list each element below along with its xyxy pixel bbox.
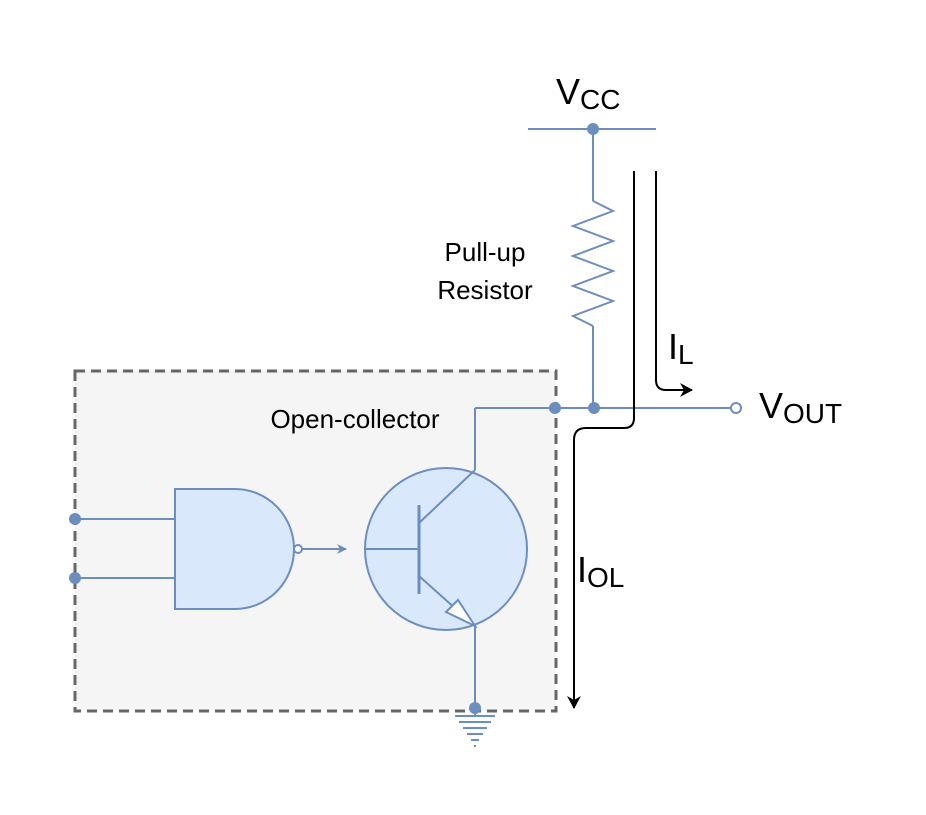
collector-line (418, 469, 476, 524)
vcc-label: VCC (556, 71, 620, 115)
il-current-arrow (655, 171, 693, 397)
input-node-a (69, 513, 81, 525)
iol-current-arrow (567, 171, 635, 709)
vout-label-main: V (759, 385, 783, 426)
emitter-arrow (444, 598, 478, 629)
nand-gate (174, 488, 295, 610)
pullup-label-line1: Pull-up (445, 237, 526, 267)
il-label-sub: L (678, 339, 694, 370)
ground-icon (455, 708, 495, 747)
iol-label: IOL (577, 549, 624, 593)
input-node-b (69, 572, 81, 584)
output-junction-node (588, 402, 600, 414)
vout-label: VOUT (759, 385, 842, 429)
vcc-label-main: V (556, 71, 580, 112)
pullup-label-line2: Resistor (437, 275, 533, 305)
vout-terminal (730, 402, 742, 414)
pullup-resistor (570, 200, 616, 327)
vcc-label-sub: CC (580, 84, 620, 115)
il-label: IL (668, 326, 694, 370)
iol-label-sub: OL (587, 562, 624, 593)
vout-label-sub: OUT (783, 398, 842, 429)
iol-label-main: I (577, 549, 587, 590)
open-collector-label: Open-collector (270, 404, 439, 434)
il-label-main: I (668, 326, 678, 367)
box-edge-node (549, 402, 561, 414)
nand-bubble (293, 544, 303, 554)
